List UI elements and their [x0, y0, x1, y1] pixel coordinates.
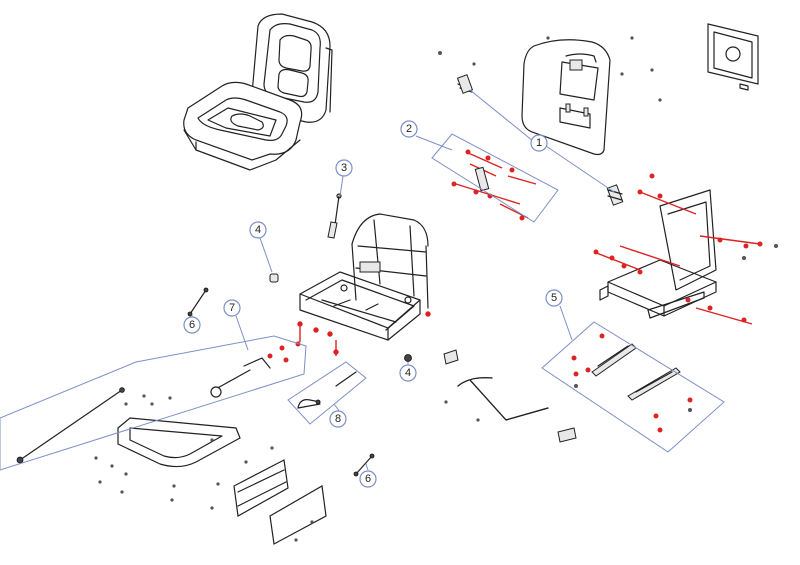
group-outline-2: [431, 133, 559, 223]
callout-4a: 4: [249, 221, 267, 239]
callout-4b: 4: [399, 364, 417, 382]
back-cover-panel: [521, 39, 611, 156]
handle-bar: [443, 349, 577, 443]
tension-spring-lower: [606, 184, 624, 206]
flat-plates: [210, 446, 327, 545]
seat-cushion-assembly: [183, 13, 333, 171]
callout-6b: 6: [359, 470, 377, 488]
seat-frame: [297, 213, 431, 356]
callout-6b-label: 6: [365, 473, 371, 485]
callout-1-label: 1: [536, 137, 542, 149]
adjustment-rod-a: [187, 287, 209, 317]
callout-2-label: 2: [406, 123, 412, 135]
callout-4b-label: 4: [405, 367, 411, 379]
rubber-bushing-a: [269, 273, 279, 283]
gas-strut: [327, 193, 342, 239]
callout-7: 7: [223, 299, 241, 317]
group-outline-7: [0, 335, 307, 471]
callout-6a-label: 6: [189, 319, 195, 331]
callout-5: 5: [545, 289, 563, 307]
u-frame: [94, 394, 248, 502]
group-outline-8: [287, 361, 367, 425]
mounting-plate: [707, 23, 759, 91]
callout-4a-label: 4: [255, 224, 261, 236]
callout-6a: 6: [183, 316, 201, 334]
linkage-kit: [451, 149, 537, 221]
screws-top: [438, 36, 662, 102]
rubber-bushing-b: [404, 354, 412, 362]
tension-spring-top: [456, 74, 474, 94]
group-outline-5: [541, 321, 725, 453]
lever-kit: [16, 341, 301, 464]
callout-3-label: 3: [341, 162, 347, 174]
callout-7-label: 7: [229, 302, 235, 314]
callout-3: 3: [335, 159, 353, 177]
callout-8: 8: [329, 410, 347, 428]
slide-rail-kit: [571, 333, 693, 433]
callout-2: 2: [400, 120, 418, 138]
adjustment-rod-b: [353, 453, 375, 477]
callout-1: 1: [530, 134, 548, 152]
callout-8-label: 8: [335, 413, 341, 425]
suspension-bracket: [593, 173, 778, 325]
u-bolt-kit: [297, 371, 357, 409]
callout-5-label: 5: [551, 292, 557, 304]
